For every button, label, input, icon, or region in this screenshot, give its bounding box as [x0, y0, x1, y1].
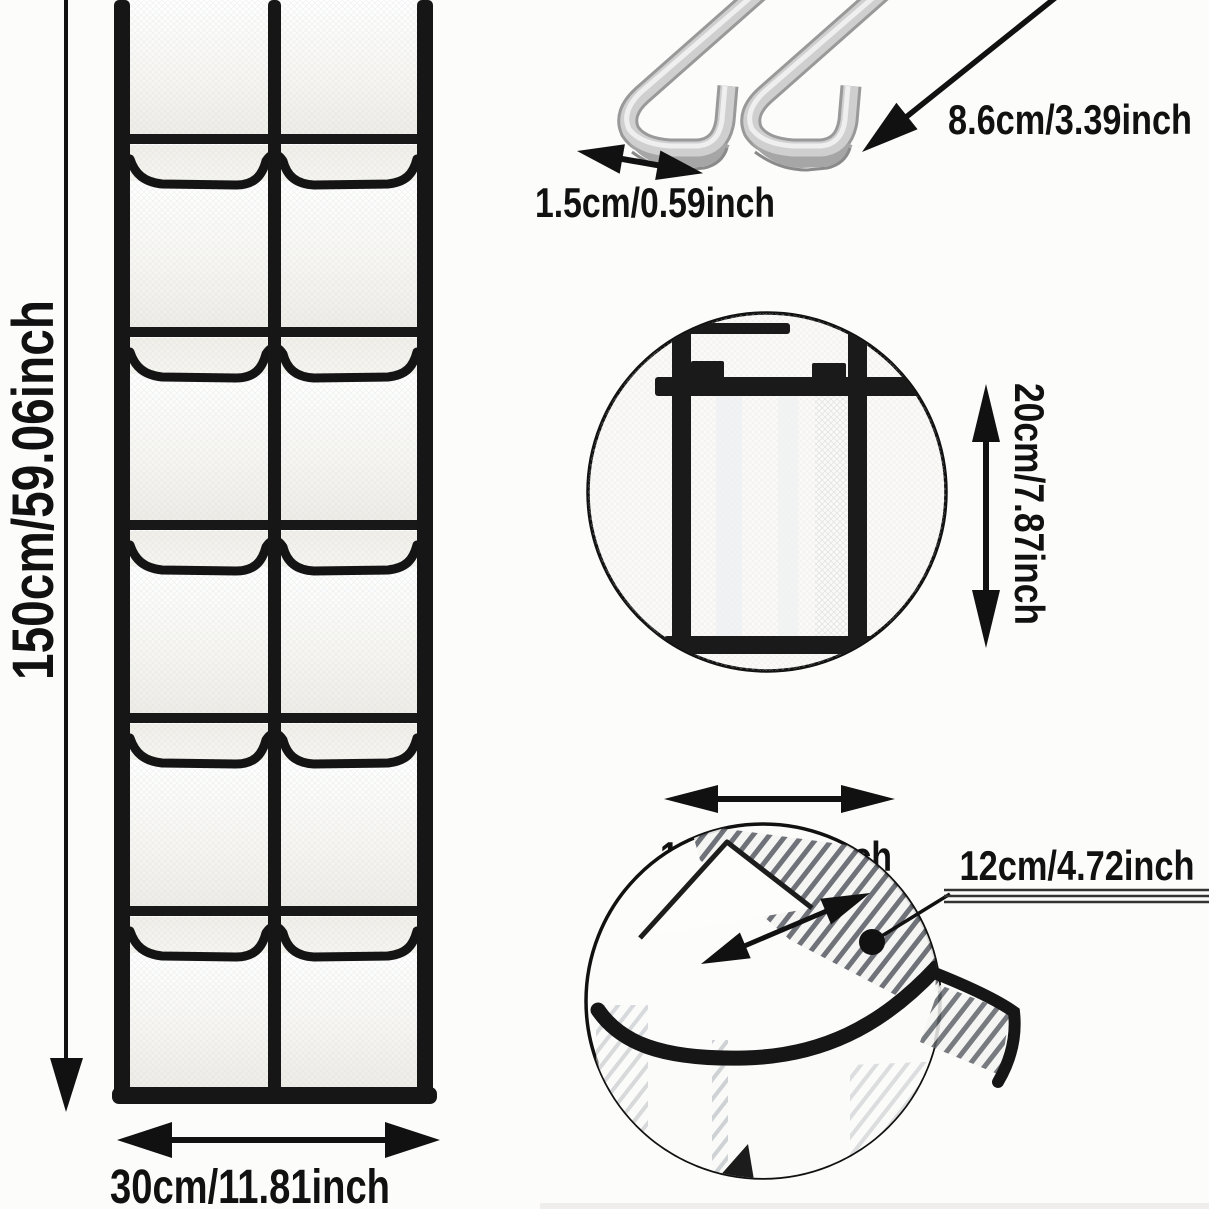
pocket-overflow-fabric	[920, 966, 1021, 1088]
door-hook-left	[627, 0, 761, 170]
pocket-height-label: 20cm/7.87inch	[1006, 383, 1053, 625]
hook-thickness-label: 1.5cm/0.59inch	[535, 179, 775, 226]
door-hooks-illustration	[627, 0, 884, 170]
pocket-height-arrow	[972, 384, 1000, 648]
height-label: 150cm/59.06inch	[1, 300, 66, 680]
pocket-depth-label: 12cm/4.72inch	[960, 842, 1195, 889]
hook-thickness-arrow	[577, 144, 704, 181]
width-label: 30cm/11.81inch	[110, 1161, 390, 1209]
hook-length-label: 8.6cm/3.39inch	[948, 96, 1192, 143]
pocket-detail-circle	[586, 311, 948, 673]
shoe-organizer-illustration	[112, 0, 437, 1104]
door-hook-right	[750, 0, 884, 170]
pocket-depth-circle	[584, 822, 1021, 1180]
arrowhead-down-icon	[50, 1058, 83, 1112]
bottom-edge-artifact	[540, 1203, 1209, 1209]
height-dimension-line	[50, 0, 83, 1112]
pocket-depth-leader-line	[859, 888, 1209, 955]
pocket-depth-arrow	[701, 893, 870, 964]
pocket-width-arrow	[664, 785, 895, 813]
width-dimension-arrow	[117, 1122, 440, 1158]
hook-length-arrow	[862, 0, 1057, 152]
